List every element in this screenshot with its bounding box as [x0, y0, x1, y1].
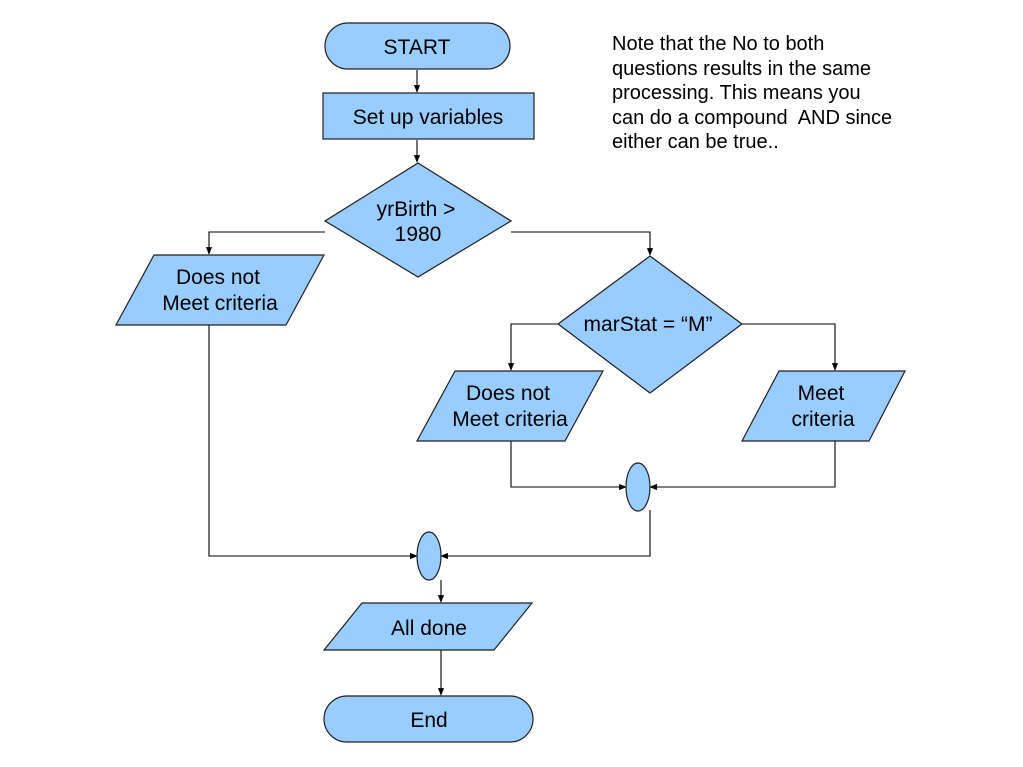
right-output-meet-criteria: Meet criteria [741, 370, 906, 442]
connector-left-output-to-merge2 [208, 325, 418, 560]
connectors [205, 70, 839, 696]
end-label: End [410, 709, 447, 732]
decision1-label-line2: 1980 [395, 223, 442, 246]
end-terminator: End [323, 695, 534, 743]
left-output-line1: Does not [176, 266, 260, 289]
start-terminator: START [324, 22, 511, 70]
connector-merge1-to-merge2 [440, 510, 651, 560]
right-output-line2: criteria [791, 408, 854, 431]
all-done-output: All done [322, 602, 534, 651]
left-output-line2: Meet criteria [162, 292, 278, 315]
connector-decision2-yes [742, 323, 839, 371]
connector-decision1-yes [511, 231, 654, 256]
mid-output-does-not-meet: Does not Meet criteria [415, 370, 605, 442]
mid-output-line1: Does not [466, 382, 550, 405]
connector-decision1-no [205, 231, 325, 255]
setup-process-box: Set up variables [322, 92, 535, 140]
merge-connector-outer [416, 531, 442, 581]
mid-output-line2: Meet criteria [452, 408, 568, 431]
all-done-label: All done [391, 617, 467, 640]
left-output-does-not-meet: Does not Meet criteria [114, 254, 326, 326]
start-label: START [384, 36, 451, 59]
merge-connector-inner [625, 462, 651, 512]
decision-marstat: marStat = “M” [556, 255, 744, 394]
connector-decision2-no [507, 323, 558, 371]
connector-mid-output-to-merge [510, 440, 627, 491]
decision2-label: marStat = “M” [584, 313, 713, 336]
connector-right-output-to-merge [649, 440, 836, 491]
setup-label: Set up variables [353, 106, 504, 129]
decision-yrbirth: yrBirth > 1980 [323, 162, 513, 278]
right-output-line1: Meet [798, 382, 845, 405]
decision1-label-line1: yrBirth > [377, 198, 456, 221]
explanatory-note: Note that the No to both questions resul… [612, 33, 893, 153]
